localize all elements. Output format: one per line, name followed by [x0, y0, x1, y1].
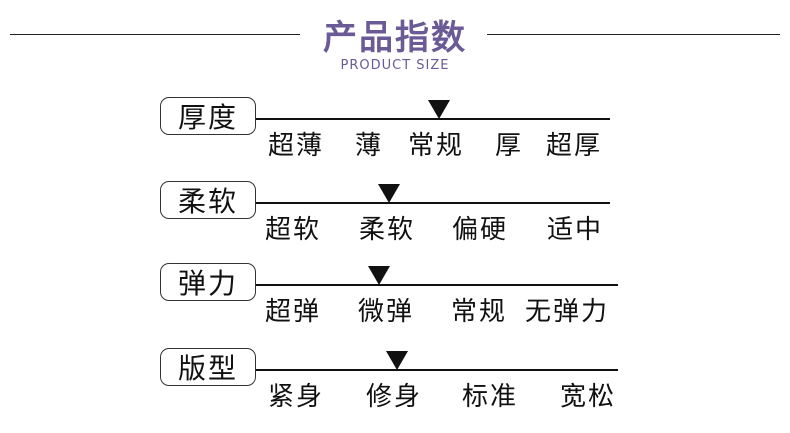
option-label: 超薄 — [268, 131, 325, 161]
option-label: 无弹力 — [525, 297, 610, 327]
option-label: 超软 — [265, 215, 322, 245]
attribute-row-fit: 版型 紧身 修身 标准 宽松 — [0, 348, 790, 428]
header-line-right — [487, 34, 780, 35]
option-label: 标准 — [462, 382, 519, 412]
scale-line — [256, 118, 610, 120]
attribute-label: 柔软 — [160, 181, 256, 219]
attribute-row-softness: 柔软 超软 柔软 偏硬 适中 — [0, 181, 790, 261]
attribute-label: 弹力 — [160, 263, 256, 301]
scale-line — [256, 202, 610, 204]
option-label: 薄 — [355, 131, 384, 161]
indicator-marker-icon — [368, 266, 390, 285]
indicator-marker-icon — [378, 184, 400, 203]
header-line-left — [10, 34, 300, 35]
option-label: 超厚 — [546, 131, 603, 161]
option-label: 柔软 — [359, 215, 416, 245]
option-label: 紧身 — [268, 382, 325, 412]
indicator-marker-icon — [428, 100, 450, 119]
option-label: 常规 — [451, 297, 508, 327]
page-title: 产品指数 — [323, 18, 467, 58]
indicator-marker-icon — [386, 351, 408, 370]
attribute-label: 厚度 — [160, 97, 256, 135]
page-subtitle: PRODUCT SIZE — [340, 58, 450, 73]
option-label: 宽松 — [560, 382, 617, 412]
option-label: 厚 — [495, 131, 524, 161]
option-label: 适中 — [547, 215, 604, 245]
option-label: 修身 — [366, 382, 423, 412]
attribute-row-elasticity: 弹力 超弹 微弹 常规 无弹力 — [0, 263, 790, 343]
attribute-row-thickness: 厚度 超薄 薄 常规 厚 超厚 — [0, 97, 790, 177]
option-label: 超弹 — [265, 297, 322, 327]
option-label: 常规 — [408, 131, 465, 161]
attribute-label: 版型 — [160, 348, 256, 386]
option-label: 微弹 — [358, 297, 415, 327]
scale-line — [256, 369, 618, 371]
scale-line — [256, 284, 618, 286]
option-label: 偏硬 — [452, 215, 509, 245]
